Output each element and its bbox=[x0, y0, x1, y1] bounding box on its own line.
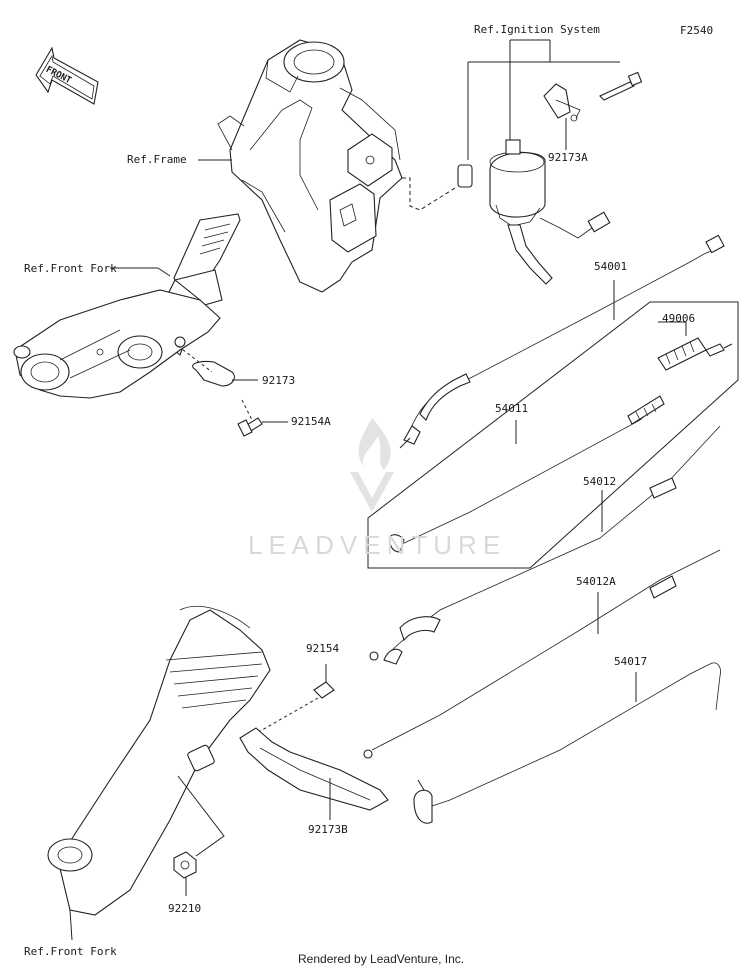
steering-stem bbox=[13, 213, 288, 437]
figure-code: F2540 bbox=[680, 24, 714, 37]
cable-box bbox=[367, 301, 739, 569]
label-92173: 92173 bbox=[262, 374, 296, 387]
label-ref-front-fork-top: Ref.Front Fork bbox=[24, 262, 117, 275]
label-49006: 49006 bbox=[662, 312, 696, 325]
label-92173A: 92173A bbox=[548, 151, 588, 164]
frame-steering-head bbox=[198, 39, 403, 293]
watermark-text: LEADVENTURE bbox=[248, 530, 507, 560]
cable-54017 bbox=[413, 662, 721, 824]
label-54001: 54001 bbox=[594, 260, 628, 273]
label-92173B: 92173B bbox=[308, 823, 348, 836]
label-ref-frame: Ref.Frame bbox=[127, 153, 187, 166]
ignition-parts bbox=[402, 39, 643, 285]
label-54017: 54017 bbox=[614, 655, 648, 668]
label-92154A: 92154A bbox=[291, 415, 331, 428]
label-54012: 54012 bbox=[583, 475, 617, 488]
label-54012A: 54012A bbox=[576, 575, 616, 588]
cable-54012A bbox=[363, 549, 721, 759]
cable-54012 bbox=[369, 425, 721, 665]
front-arrow-icon bbox=[35, 46, 99, 105]
label-ref-ignition: Ref.Ignition System bbox=[474, 23, 600, 36]
part-49006 bbox=[657, 337, 733, 371]
cable-54011 bbox=[389, 395, 665, 553]
footer-credit: Rendered by LeadVenture, Inc. bbox=[298, 952, 465, 966]
label-ref-front-fork-bottom: Ref.Front Fork bbox=[24, 945, 117, 958]
label-54011: 54011 bbox=[495, 402, 529, 415]
lower-front-fork bbox=[47, 605, 389, 941]
label-92210: 92210 bbox=[168, 902, 202, 915]
cable-54001 bbox=[399, 234, 725, 449]
label-92154: 92154 bbox=[306, 642, 340, 655]
leadventure-watermark-logo bbox=[350, 418, 394, 512]
